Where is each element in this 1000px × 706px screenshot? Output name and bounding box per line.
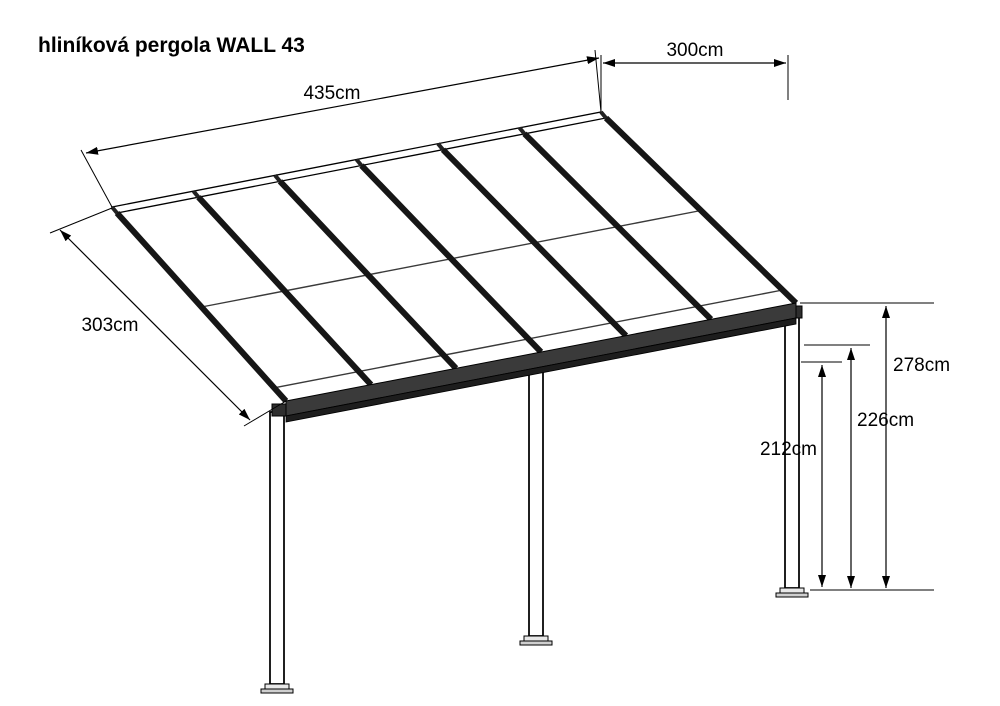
post-base-foot — [775, 592, 809, 598]
dimension-height-front: 226cm — [804, 344, 914, 588]
post-middle — [519, 355, 553, 646]
dimension-height-back: 278cm — [800, 302, 950, 591]
dimension-roof-slope: 303cm — [49, 207, 287, 427]
dimension-height-clear: 212cm — [760, 361, 842, 587]
roof-group — [110, 110, 799, 423]
dim-label-height-front: 226cm — [857, 410, 914, 431]
post-base-plate — [264, 683, 290, 690]
gutter-lip — [285, 317, 797, 423]
rafter — [114, 210, 289, 404]
dimensions-group: 435cm 300cm 303cm 278cm 226cm — [49, 40, 950, 591]
front-beam — [285, 302, 797, 417]
post-base-plate — [779, 587, 805, 594]
post-shaft — [528, 363, 544, 637]
rafter — [440, 147, 629, 338]
dimension-roof-depth: 300cm — [600, 40, 789, 112]
rafter — [522, 131, 714, 322]
dim-label-height-back: 278cm — [893, 355, 950, 376]
dim-label-roof-slope: 303cm — [81, 315, 138, 336]
dim-label-height-clear: 212cm — [760, 439, 817, 460]
dim-label-roof-depth: 300cm — [666, 40, 723, 61]
dim-label-roof-width: 435cm — [303, 83, 360, 104]
post-base-plate — [523, 635, 549, 642]
rafters — [114, 115, 799, 404]
rafter — [359, 163, 544, 355]
rafter — [277, 179, 459, 371]
drawing-title: hliníková pergola WALL 43 — [38, 34, 305, 57]
post-shaft — [269, 411, 285, 685]
dimension-roof-width: 435cm — [80, 49, 602, 208]
rafter — [603, 115, 799, 306]
post-base-foot — [519, 640, 553, 646]
rafter — [196, 195, 374, 387]
post-left — [260, 403, 294, 694]
post-base-foot — [260, 688, 294, 694]
